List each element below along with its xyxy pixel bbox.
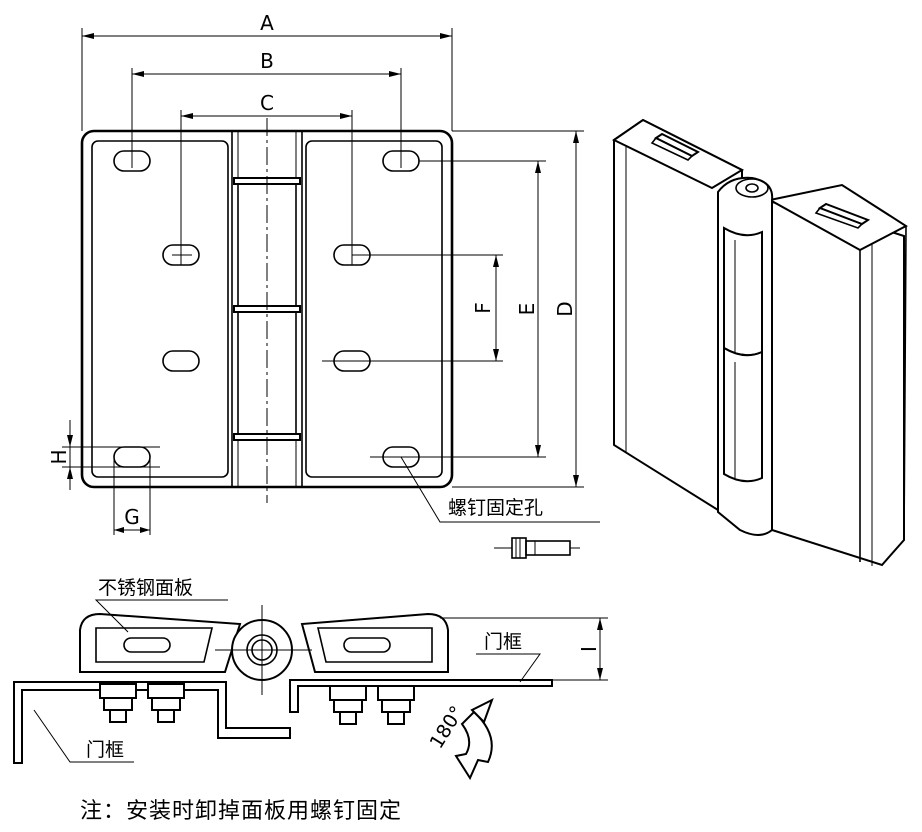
dimension-b: B	[131, 49, 402, 150]
left-frame-callout: 门框	[33, 709, 134, 763]
side-bolts-left	[99, 683, 185, 723]
label-g: G	[124, 505, 140, 529]
rotation-label: 180°	[426, 702, 469, 752]
front-view: A B C D	[47, 11, 600, 559]
stainless-panel-callout: 不锈钢面板	[94, 577, 228, 633]
iso-knuckle	[717, 176, 774, 536]
dimension-e: E	[370, 160, 546, 458]
stainless-panel-label: 不锈钢面板	[98, 577, 193, 599]
side-right-panel	[300, 612, 449, 673]
label-b: B	[260, 49, 274, 73]
side-bolts-right	[329, 685, 415, 725]
dimension-i: I	[440, 617, 608, 681]
screw-hole-slots-left	[113, 150, 200, 468]
right-leaf	[305, 140, 443, 478]
screw-hole-label: 螺钉固定孔	[448, 497, 543, 519]
right-frame-callout: 门框	[476, 631, 541, 683]
left-leaf	[91, 140, 229, 478]
rotation-arrow-icon: 180°	[426, 697, 494, 781]
label-d: D	[553, 301, 577, 316]
side-right-frame	[289, 679, 553, 713]
installation-note: 注：安装时卸掉面板用螺钉固定	[80, 799, 402, 824]
screw-hole-callout: 螺钉固定孔	[400, 456, 600, 523]
dimension-f: F	[322, 254, 503, 362]
label-a: A	[260, 11, 274, 35]
label-i: I	[577, 646, 601, 652]
label-f: F	[471, 302, 495, 314]
dimension-h: H	[47, 420, 160, 490]
side-left-panel	[79, 612, 242, 673]
screw-icon	[494, 537, 580, 559]
side-left-frame	[13, 681, 291, 764]
dimension-c: C	[180, 91, 353, 262]
dimension-g: G	[113, 457, 151, 535]
right-frame-label: 门框	[484, 631, 522, 653]
screw-hole-slots-right	[333, 150, 420, 468]
label-h: H	[47, 449, 71, 464]
side-view: I 不锈钢面板 门框 门框 180°	[13, 577, 608, 781]
dimension-a: A	[81, 11, 453, 131]
iso-right-leaf	[771, 200, 905, 567]
label-e: E	[515, 303, 539, 316]
label-c: C	[260, 91, 274, 115]
dimension-d: D	[452, 130, 584, 488]
left-frame-label: 门框	[86, 739, 124, 761]
isometric-view	[612, 118, 908, 567]
